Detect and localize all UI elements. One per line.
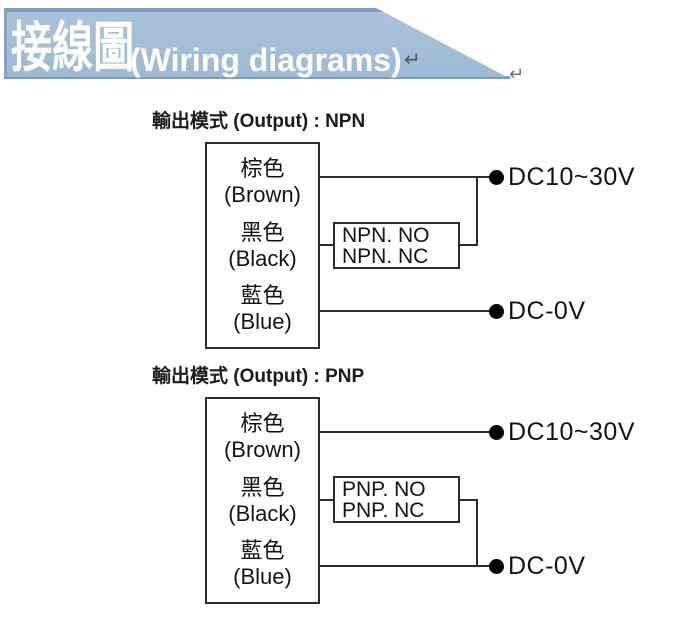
wire-black-line	[318, 499, 335, 501]
wire-label-blue: 藍色 (Blue)	[207, 538, 318, 590]
sensor-wire-box: 棕色 (Brown) 黑色 (Black) 藍色 (Blue)	[205, 142, 320, 349]
terminal-label: DC-0V	[508, 296, 586, 325]
wire-label-latin: (Blue)	[233, 309, 292, 335]
diagram-title: 輸出模式 (Output) : PNP	[152, 366, 365, 387]
diagram-title: 輸出模式 (Output) : NPN	[152, 111, 366, 132]
output-mode-no: NPN. NO	[342, 223, 430, 247]
wire-label-latin: (Brown)	[223, 181, 301, 207]
wire-blue-line	[318, 565, 492, 567]
output-stub-line	[458, 244, 478, 246]
paragraph-mark-icon: ↵	[509, 64, 525, 84]
wire-label-blue: 藍色 (Blue)	[207, 283, 318, 335]
wire-label-black: 黑色 (Black)	[207, 475, 318, 527]
terminal-ground: DC-0V	[489, 549, 586, 583]
terminal-power: DC10~30V	[489, 415, 635, 449]
wire-brown-line	[318, 431, 492, 433]
wire-blue-line	[318, 310, 492, 312]
wire-label-cjk: 棕色	[240, 410, 285, 436]
paragraph-mark-icon: ↵	[404, 49, 421, 71]
wire-label-latin: (Brown)	[223, 436, 301, 462]
terminal-dot-icon	[489, 558, 504, 574]
terminal-dot-icon	[489, 169, 504, 185]
wire-label-cjk: 藍色	[240, 283, 285, 309]
banner-underline	[4, 76, 510, 79]
wire-label-latin: (Blue)	[233, 564, 292, 590]
output-mode-box: PNP. NO PNP. NC	[333, 476, 460, 523]
wire-label-brown: 棕色 (Brown)	[207, 156, 318, 208]
terminal-label: DC10~30V	[508, 162, 635, 191]
terminal-label: DC-0V	[508, 551, 586, 580]
wire-label-brown: 棕色 (Brown)	[207, 411, 318, 463]
wire-brown-line	[318, 176, 492, 178]
wire-label-black: 黑色 (Black)	[207, 220, 318, 272]
terminal-dot-icon	[489, 424, 504, 440]
wire-black-line	[318, 244, 335, 246]
output-riser-line	[476, 176, 478, 246]
output-riser-line	[476, 500, 478, 567]
wire-label-cjk: 黑色	[240, 219, 285, 245]
banner: 接線圖 (Wiring diagrams) ↵ ↵	[0, 0, 676, 100]
wiring-diagram-pnp: 輸出模式 (Output) : PNP 棕色 (Brown) 黑色 (Black…	[0, 365, 676, 617]
output-mode-nc: NPN. NC	[342, 244, 429, 268]
wire-label-cjk: 藍色	[240, 538, 285, 564]
output-mode-box: NPN. NO NPN. NC	[333, 222, 460, 269]
output-mode-nc: PNP. NC	[342, 498, 425, 522]
wire-label-cjk: 黑色	[240, 474, 285, 500]
banner-title-cjk: 接線圖	[11, 18, 135, 78]
terminal-power: DC10~30V	[489, 160, 635, 194]
terminal-ground: DC-0V	[489, 294, 586, 328]
output-stub-line	[458, 499, 478, 501]
terminal-label: DC10~30V	[508, 417, 635, 446]
wiring-diagram-npn: 輸出模式 (Output) : NPN 棕色 (Brown) 黑色 (Black…	[0, 110, 676, 362]
output-mode-no: PNP. NO	[342, 477, 426, 501]
banner-title-en: (Wiring diagrams)	[130, 42, 402, 78]
terminal-dot-icon	[489, 303, 504, 319]
wire-label-latin: (Black)	[228, 245, 297, 271]
wire-label-cjk: 棕色	[240, 155, 285, 181]
wire-label-latin: (Black)	[228, 500, 297, 526]
sensor-wire-box: 棕色 (Brown) 黑色 (Black) 藍色 (Blue)	[205, 397, 320, 604]
